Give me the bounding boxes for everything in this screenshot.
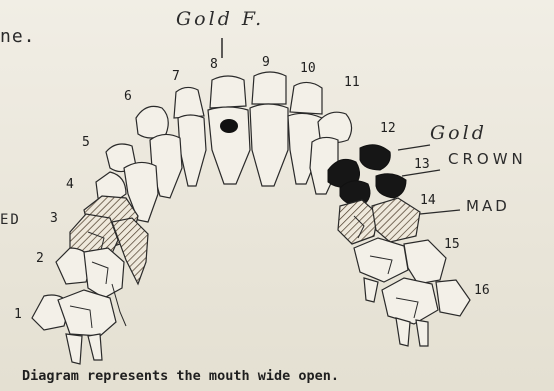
mad-leader bbox=[420, 210, 460, 214]
diagram-caption: Diagram represents the mouth wide open. bbox=[22, 368, 339, 384]
tooth-number-5: 5 bbox=[82, 135, 90, 150]
tooth-number-6: 6 bbox=[124, 89, 132, 104]
tooth-9 bbox=[250, 72, 288, 186]
tooth-number-4: 4 bbox=[66, 177, 74, 192]
tooth-number-10: 10 bbox=[300, 61, 316, 76]
tooth-number-14: 14 bbox=[420, 193, 436, 208]
tooth-8 bbox=[208, 76, 250, 184]
tooth-16 bbox=[382, 278, 470, 346]
tooth-number-3: 3 bbox=[50, 211, 58, 226]
tooth-number-15: 15 bbox=[444, 237, 460, 252]
tooth-number-13: 13 bbox=[414, 157, 430, 172]
tooth-number-7: 7 bbox=[172, 69, 180, 84]
tooth-number-2: 2 bbox=[36, 251, 44, 266]
tooth-1 bbox=[32, 290, 116, 364]
tooth-number-8: 8 bbox=[210, 57, 218, 72]
tooth-number-16: 16 bbox=[474, 283, 490, 298]
tooth-number-11: 11 bbox=[344, 75, 360, 90]
tooth-number-9: 9 bbox=[262, 55, 270, 70]
tooth-14 bbox=[338, 198, 420, 244]
gold-crown-leader-1 bbox=[398, 145, 430, 150]
tooth-number-1: 1 bbox=[14, 307, 22, 322]
tooth-number-12: 12 bbox=[380, 121, 396, 136]
